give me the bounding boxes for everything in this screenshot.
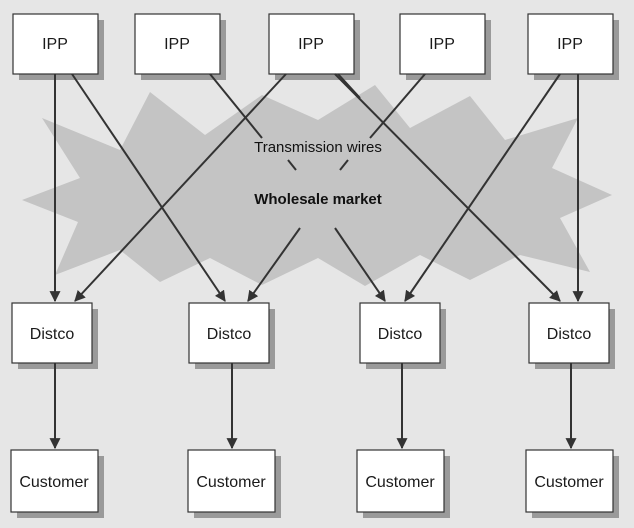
wire-ipp2-market bbox=[209, 73, 263, 139]
distco-1-label: Distco bbox=[30, 326, 75, 343]
distco-labels: Distco Distco Distco Distco bbox=[30, 326, 592, 343]
arrow-ipp3-distco4 bbox=[334, 73, 561, 302]
arrow-ipp1-distco2 bbox=[71, 73, 226, 302]
customer-boxes bbox=[10, 449, 614, 513]
wire-ipp4-market bbox=[369, 73, 426, 139]
customer-1-box bbox=[10, 449, 99, 513]
distco-4-box bbox=[528, 302, 610, 364]
wholesale-market-label: Wholesale market bbox=[254, 191, 382, 208]
customer-3-label: Customer bbox=[365, 474, 435, 491]
distco-3-box bbox=[359, 302, 441, 364]
ipp-4-box bbox=[399, 13, 486, 75]
customer-4-label: Customer bbox=[534, 474, 604, 491]
ipp-boxes bbox=[12, 13, 614, 75]
ipp-5-box bbox=[527, 13, 614, 75]
ipp-labels: IPP IPP IPP IPP IPP bbox=[42, 36, 583, 53]
customer-labels: Customer Customer Customer Customer bbox=[19, 474, 604, 491]
distco-1-box bbox=[11, 302, 93, 364]
ipp-3-box bbox=[268, 13, 355, 75]
distco-4-label: Distco bbox=[547, 326, 592, 343]
ipp-5-label: IPP bbox=[557, 36, 583, 53]
customer-4-box bbox=[525, 449, 614, 513]
ipp-4-label: IPP bbox=[429, 36, 455, 53]
ipp-1-box bbox=[12, 13, 99, 75]
distco-2-box bbox=[188, 302, 270, 364]
customer-2-label: Customer bbox=[196, 474, 266, 491]
distco-boxes bbox=[11, 302, 610, 364]
arrow-ipp5-distco3 bbox=[404, 73, 561, 302]
wire-ipp3-ipp3 bbox=[337, 73, 361, 99]
distco-2-label: Distco bbox=[207, 326, 252, 343]
connections bbox=[49, 73, 584, 450]
transmission-wires-label: Transmission wires bbox=[254, 139, 382, 156]
arrow-ipp3-distco1 bbox=[74, 73, 287, 302]
customer-2-box bbox=[187, 449, 276, 513]
customer-1-label: Customer bbox=[19, 474, 89, 491]
arrow-market-distco3 bbox=[334, 227, 386, 302]
distco-3-label: Distco bbox=[378, 326, 423, 343]
ipp-3-label: IPP bbox=[298, 36, 324, 53]
distco-shadows bbox=[18, 309, 615, 369]
ipp-2-box bbox=[134, 13, 221, 75]
arrow-market-distco2 bbox=[247, 227, 301, 302]
customer-3-box bbox=[356, 449, 445, 513]
ipp-1-label: IPP bbox=[42, 36, 68, 53]
tick-right bbox=[339, 159, 349, 171]
ipp-2-label: IPP bbox=[164, 36, 190, 53]
tick-left bbox=[287, 159, 297, 171]
wholesale-market-cloud bbox=[22, 85, 612, 286]
